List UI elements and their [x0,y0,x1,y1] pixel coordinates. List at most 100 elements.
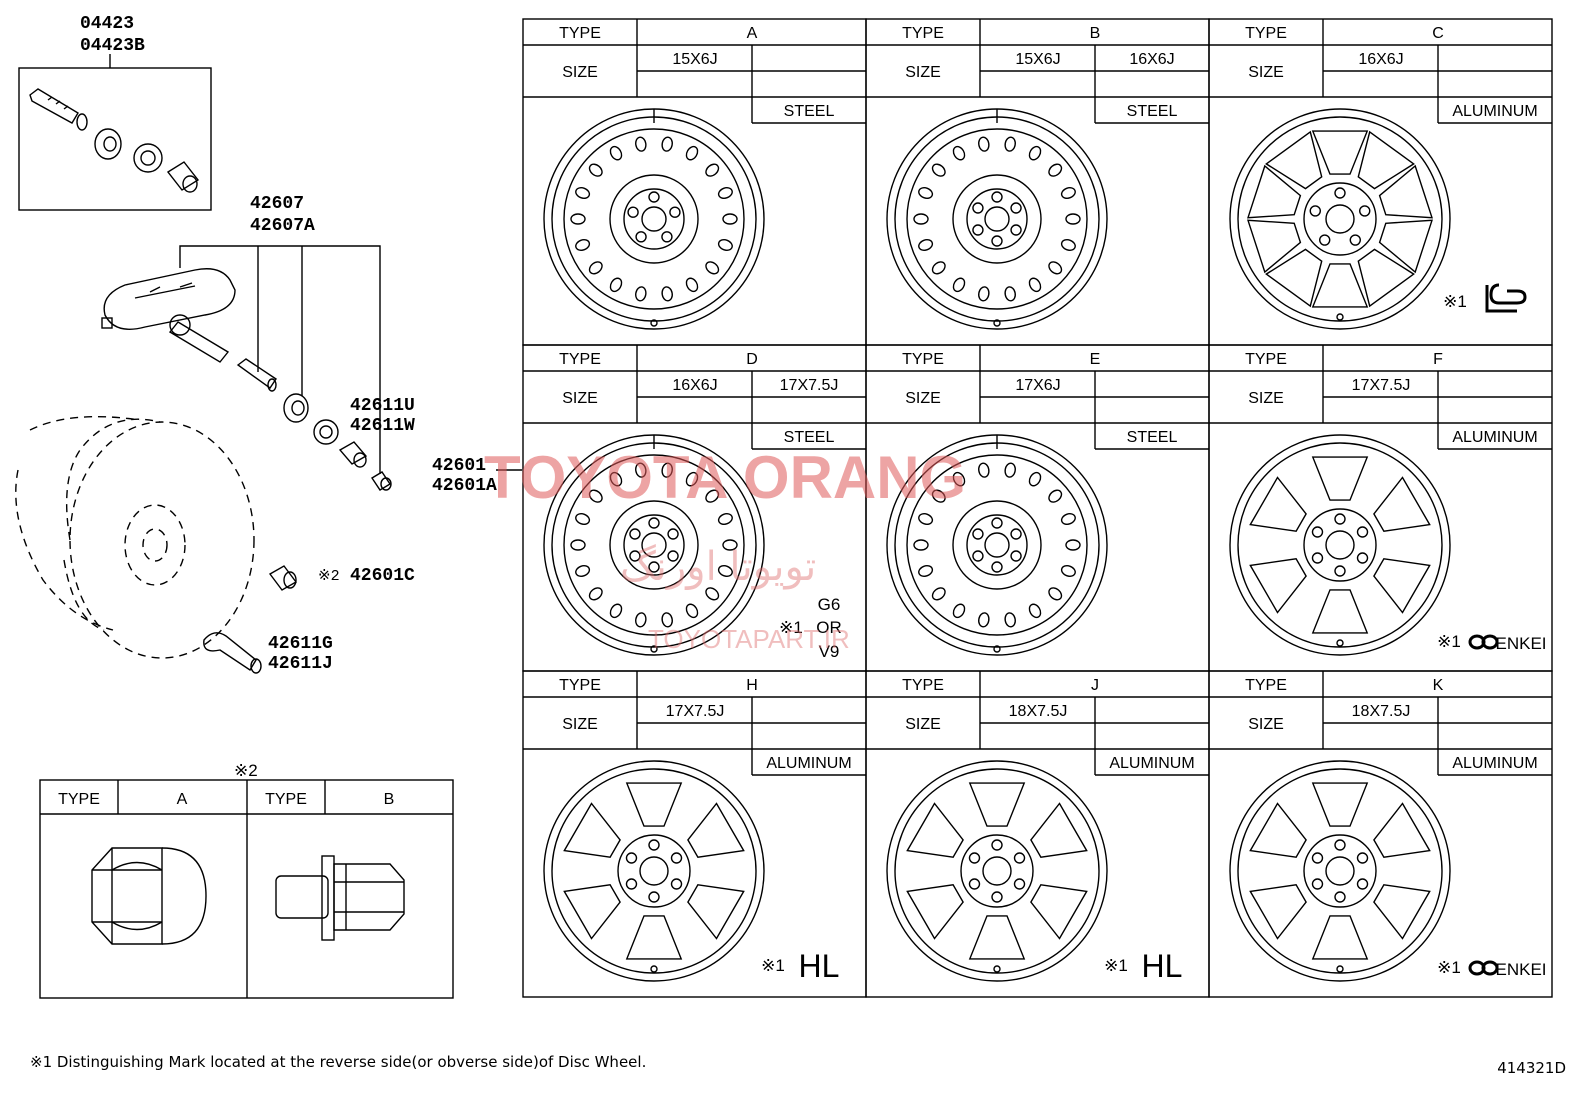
part-number-42611w: 42611W [350,416,415,436]
mark-ref: ※1 [779,618,803,637]
wheel-f-icon [1229,434,1451,656]
wheel-size-1: 16X6J [672,377,717,394]
wheel-material: ALUMINUM [1452,755,1537,772]
wheel-cell-b [865,18,1210,346]
part-number-04423b: 04423B [80,36,145,56]
part-number-04423: 04423 [80,14,134,34]
nut-ref-mark: ※2 [318,568,340,585]
wheel-material: STEEL [784,103,835,120]
wheel-type-grid: TYPE A SIZE 15X6J STEEL TYPE B SIZE 15X6J 16X6J ST… [522,18,1553,998]
wheel-outline-group [15,415,255,659]
mark-ref: ※1 [1437,632,1461,651]
wheel-size-1: 17X6J [1015,377,1060,394]
mark-ref: ※1 [761,956,785,975]
nut-type-label-a: TYPE [58,791,100,808]
part-number-42607a: 42607A [250,216,315,236]
type-label: TYPE [559,677,601,694]
part-number-42601: 42601 [432,456,486,476]
distinguishing-mark: HL [799,948,840,984]
wheel-material: ALUMINUM [1452,429,1537,446]
wheel-type-letter: A [747,25,758,42]
wheel-type-letter: H [746,677,758,694]
cap-small-icon [338,441,368,468]
wheel-e-icon [886,434,1108,656]
valve-core-icon [29,88,88,131]
type-label: TYPE [902,351,944,368]
wheel-a-icon [543,108,765,330]
wheel-h-icon [543,760,765,982]
mark-ref: ※1 [1104,956,1128,975]
mark-ref: ※1 [1437,958,1461,977]
nut-type-label-b: TYPE [265,791,307,808]
watermark: TOYOTA ORANG تویوتا اورنگ TOYOTAPART.IR [484,444,966,654]
wheel-size-1: 17X7.5J [1352,377,1411,394]
valve-stem-icon [203,632,262,674]
wheel-material: STEEL [784,429,835,446]
tpms-sensor-icon [101,268,236,363]
grommet-small-icon [283,393,309,423]
type-label: TYPE [1245,351,1287,368]
nut-table-ref: ※2 [234,761,258,780]
part-number-42611g: 42611G [268,634,333,654]
mark-ref: ※1 [1443,292,1467,311]
size-label: SIZE [1248,390,1284,407]
valve-core-small-icon [236,358,277,392]
distinguishing-mark: ENKEI [1495,634,1546,653]
type-label: TYPE [1245,25,1287,42]
wheel-face [69,421,255,659]
wheel-size-1: 15X6J [1015,51,1060,68]
wheel-type-letter: K [1433,677,1444,694]
wheel-size-2: 17X7.5J [780,377,839,394]
distinguishing-mark-alt: V9 [819,642,840,661]
brand-logo-icon [1485,283,1527,313]
size-label: SIZE [905,716,941,733]
wheel-j-icon [886,760,1108,982]
wheel-material: STEEL [1127,103,1178,120]
footnote: ※1 Distinguishing Mark located at the re… [30,1053,646,1071]
wheel-size-1: 17X7.5J [666,703,725,720]
wheel-cell-k [1208,670,1553,998]
wheel-cell-d [522,344,867,672]
size-label: SIZE [562,716,598,733]
wheel-material: ALUMINUM [1452,103,1537,120]
type-label: TYPE [902,677,944,694]
valve-kit-group: 04423 04423B [18,14,212,211]
nut-small-icon [371,471,392,491]
size-label: SIZE [562,64,598,81]
part-number-42601a: 42601A [432,476,497,496]
type-label: TYPE [559,25,601,42]
distinguishing-mark: ENKEI [1495,960,1546,979]
nut-type-b: B [384,791,395,808]
valve-kit-box [18,67,212,211]
cap-icon [166,161,200,193]
tpms-sensor-group: 42607 42607A 42611U 42611W [101,194,415,491]
wheel-c-icon [1229,108,1451,330]
wheel-size-1: 15X6J [672,51,717,68]
wheel-type-letter: J [1091,677,1099,694]
type-label: TYPE [1245,677,1287,694]
type-label: TYPE [902,25,944,42]
washer-icon [133,143,163,173]
wheel-material: ALUMINUM [766,755,851,772]
wheel-type-letter: C [1432,25,1444,42]
cap-nut-icon [91,847,207,945]
wheel-size-1: 18X7.5J [1009,703,1068,720]
grommet-icon [94,128,122,160]
wheel-size-2: 16X6J [1129,51,1174,68]
nut-type-table: ※2 TYPE A TYPE B [39,761,454,999]
wheel-type-letter: B [1090,25,1101,42]
size-label: SIZE [905,390,941,407]
wheel-type-letter: E [1090,351,1101,368]
part-number-42601c: 42601C [350,566,415,586]
washer-small-icon [313,419,339,445]
enkei-logo-icon [1468,960,1499,976]
diagram-code: 414321D [1497,1059,1566,1077]
distinguishing-mark: HL [1142,948,1183,984]
watermark-text-fa: تویوتا اورنگ [620,544,816,590]
distinguishing-mark-or: OR [816,618,842,637]
watermark-text: TOYOTA ORANG [484,444,966,511]
type-label: TYPE [559,351,601,368]
wheel-d-icon [543,434,765,656]
nut-type-a: A [177,791,188,808]
